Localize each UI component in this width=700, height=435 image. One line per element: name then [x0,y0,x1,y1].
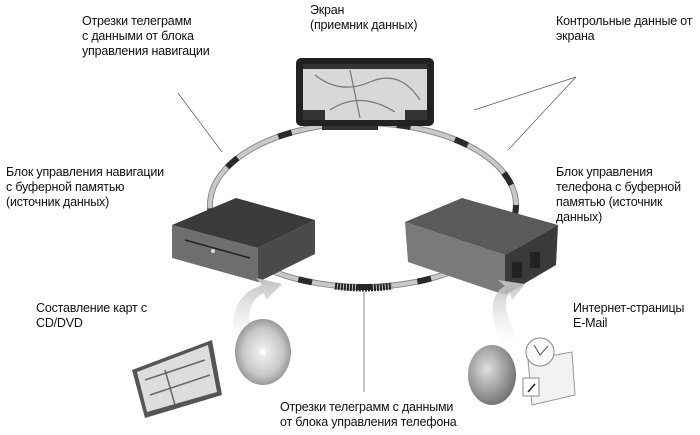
label-internet: Интернет-страницы E-Mail [573,301,684,331]
label-nav-unit: Блок управления навигации с буферной пам… [6,165,164,210]
label-line: (приемник данных) [310,18,418,32]
label-line: с буферной памятью [6,180,125,194]
label-line: экрана [556,29,595,43]
label-line: с данными от блока [82,29,194,43]
leader-lines [177,76,577,392]
label-line: (источник данных) [6,195,110,209]
label-phone-segments: Отрезки телеграмм с данными от блока упр… [280,400,457,430]
email-icon [522,337,576,406]
label-screen: Экран (приемник данных) [310,3,417,33]
label-line: Интернет-страницы [573,301,685,315]
label-nav-segments: Отрезки телеграмм с данными от блока упр… [82,14,210,59]
label-line: Отрезки телеграмм [82,14,192,28]
label-line: управления навигации [82,44,210,58]
label-control-data: Контрольные данные от экрана [556,14,692,44]
label-line: Составление карт с [36,301,147,315]
label-line: от блока управления телефона [280,415,457,429]
label-line: Контрольные данные от [556,14,693,28]
label-phone-unit: Блок управления телефона с буферной памя… [556,165,681,225]
label-line: Экран [310,3,345,17]
phone-control-unit [405,198,558,295]
screen-device [296,58,434,130]
internet-arrow [492,280,528,355]
label-line: Отрезки телеграмм с данными [280,400,454,414]
label-line: Блок управления навигации [6,165,164,179]
label-line: телефона с буферной [556,180,681,194]
label-line: CD/DVD [36,316,83,330]
label-maps: Составление карт с CD/DVD [36,301,147,331]
label-line: данных) [556,210,603,224]
navigation-control-unit [172,198,315,282]
label-line: Блок управления [556,165,653,179]
globe-icon [468,345,516,405]
map-book-icon [132,340,222,418]
label-line: E-Mail [573,316,608,330]
label-line: памятью (источник [556,195,663,209]
